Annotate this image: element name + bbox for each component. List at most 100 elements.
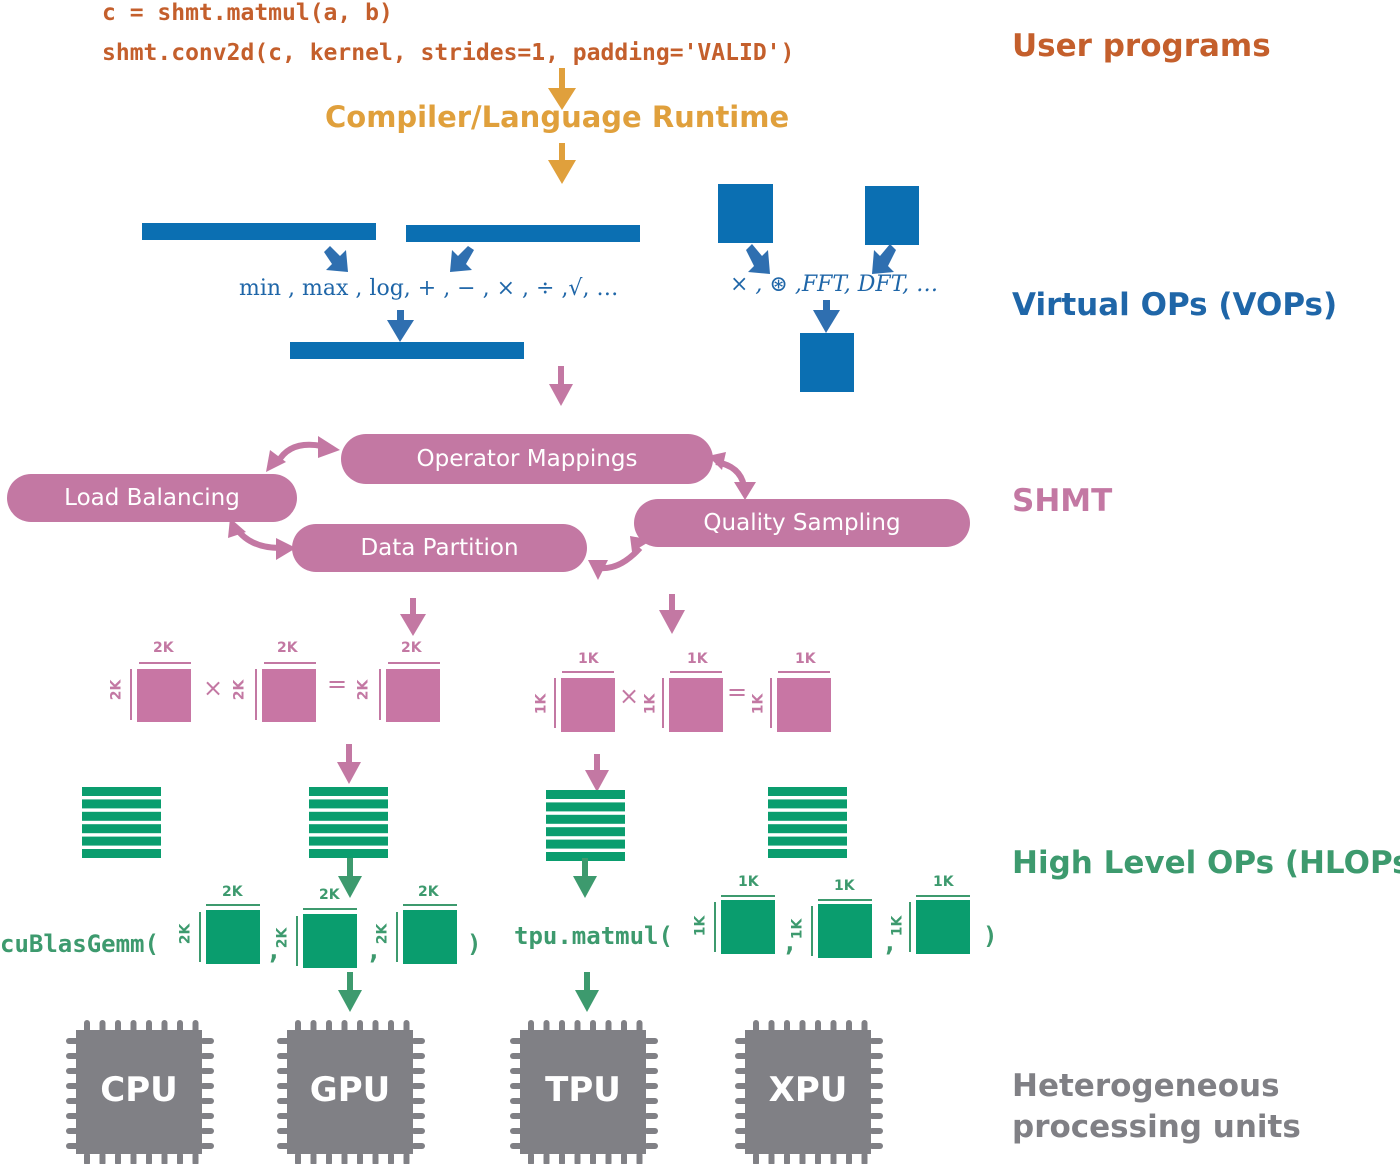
chip-xpu-icon (735, 1020, 883, 1164)
stack-bar (768, 836, 847, 846)
hlop-cublas-matrices (199, 904, 457, 968)
layer-label-user-programs: User programs (1012, 28, 1271, 64)
op-times-2k: × (203, 674, 224, 702)
stack-bar (82, 824, 161, 834)
hlop-matrix-2k-a (199, 904, 260, 964)
arrow-cublas-to-gpu (338, 972, 362, 1012)
chip-label-gpu: GPU (309, 1070, 391, 1110)
hlop-cublas-function: cuBlasGemm( (0, 930, 159, 958)
layer-label-hardware-line2: processing units (1012, 1109, 1301, 1145)
user-code-line-1: c = shmt.matmul(a, b) (102, 0, 393, 26)
hlop-2k-top-c: 2K (418, 884, 439, 900)
hlop-cublas-sep-1: , (266, 936, 282, 966)
arrow-matmul-to-tpu (575, 972, 599, 1012)
stack-bar (546, 827, 625, 837)
stack-bar (768, 799, 847, 809)
dim-2k-top-b: 2K (277, 640, 298, 656)
arrow-compiler-to-vops (548, 143, 576, 184)
matrix-2k-c (379, 662, 440, 722)
shmt-data-partition: Data Partition (292, 524, 587, 572)
hlop-2k-top-a: 2K (222, 884, 243, 900)
hlop-stacks (82, 787, 847, 861)
arrow-vops-to-shmt (549, 366, 573, 406)
shmt-cycle-arrows (233, 441, 747, 572)
matrix-1k-c (770, 671, 831, 732)
hlop-tpu-close: ) (983, 922, 998, 950)
arrow-vector-b-to-ops (450, 246, 474, 272)
hlop-matrix-2k-c (396, 904, 457, 964)
vop-vector-input-a (142, 223, 376, 240)
arrow-ops-to-matrix-out (813, 300, 840, 333)
dim-2k-top-c: 2K (401, 640, 422, 656)
stack-bar (546, 814, 625, 824)
arrow-matrix-a-to-ops (746, 244, 770, 274)
arrow-code-to-compiler (548, 68, 576, 110)
arrow-lb-om (275, 441, 323, 464)
chip-cpu-icon (66, 1020, 214, 1164)
dim-1k-top-a: 1K (578, 651, 599, 667)
matrix-ops-text: × , ⊛ ,FFT, DFT, … (730, 272, 939, 297)
vop-vector-input-b (406, 225, 640, 242)
hlop-matrix-1k-a (714, 895, 775, 954)
stack-bar (309, 836, 388, 846)
hlop-stack-xpu (768, 787, 847, 858)
stack-bar (309, 824, 388, 834)
processing-units (66, 1020, 883, 1164)
chip-label-xpu: XPU (768, 1070, 848, 1110)
matrix-1k-a (554, 671, 615, 732)
arrow-2k-to-gpu-stack (337, 744, 361, 784)
hlop-tpu-function: tpu.matmul( (514, 922, 673, 950)
stack-bar (309, 811, 388, 821)
stack-bar (768, 787, 847, 796)
hlop-1k-top-b: 1K (834, 878, 855, 894)
dim-1k-top-c: 1K (795, 651, 816, 667)
layer-label-shmt: SHMT (1012, 483, 1113, 519)
stack-bar (82, 849, 161, 858)
layer-label-vops: Virtual OPs (VOPs) (1012, 287, 1338, 323)
dim-1k-top-b: 1K (687, 651, 708, 667)
chip-gpu-icon (277, 1020, 425, 1164)
op-times-1k: × (619, 682, 640, 710)
stack-bar (309, 787, 388, 796)
layer-label-hlops: High Level OPs (HLOPs) (1012, 845, 1400, 881)
stack-bar (309, 799, 388, 809)
vector-ops-text: min , max , log, + , − , × , ÷ ,√, … (239, 276, 619, 301)
vop-vector-output (290, 342, 524, 359)
stack-bar (82, 799, 161, 809)
partition-2k-matrices (130, 662, 440, 722)
vop-matrix-output (800, 333, 854, 392)
stack-bar (82, 836, 161, 846)
hlop-cublas-close: ) (467, 930, 482, 958)
shmt-operator-mappings: Operator Mappings (341, 434, 713, 484)
hlop-2k-top-b: 2K (319, 887, 340, 903)
hlop-1k-top-c: 1K (933, 874, 954, 890)
compiler-runtime-label: Compiler/Language Runtime (325, 100, 790, 134)
matrix-2k-b (255, 662, 316, 722)
stack-bar (82, 787, 161, 796)
chip-label-cpu: CPU (100, 1070, 178, 1110)
stack-bar (546, 790, 625, 799)
shmt-load-balancing: Load Balancing (7, 474, 297, 522)
stack-bar (546, 839, 625, 849)
stack-bar (546, 802, 625, 812)
vop-matrix-input-b (865, 186, 919, 245)
hlop-tpu-sep-1: , (782, 928, 798, 958)
shmt-cycle-arrowheads (228, 436, 756, 580)
partition-1k-matrices (554, 671, 831, 732)
arrow-tpu-stack-to-matmul (573, 858, 597, 898)
vop-matrix-input-a (718, 184, 773, 243)
hlop-tpu-matrices (714, 895, 970, 958)
hlop-stack-cpu (82, 787, 161, 858)
dim-2k-top-a: 2K (153, 640, 174, 656)
arrow-vector-a-to-ops (324, 246, 348, 272)
shmt-quality-sampling: Quality Sampling (634, 499, 970, 547)
chip-label-tpu: TPU (545, 1070, 621, 1110)
hlop-matrix-1k-b (811, 899, 872, 958)
arrow-1k-to-tpu-stack (585, 754, 609, 792)
matrix-2k-a (130, 662, 191, 722)
hlop-1k-top-a: 1K (738, 874, 759, 890)
arrow-qs-dp (599, 545, 643, 572)
stack-bar (546, 852, 625, 861)
